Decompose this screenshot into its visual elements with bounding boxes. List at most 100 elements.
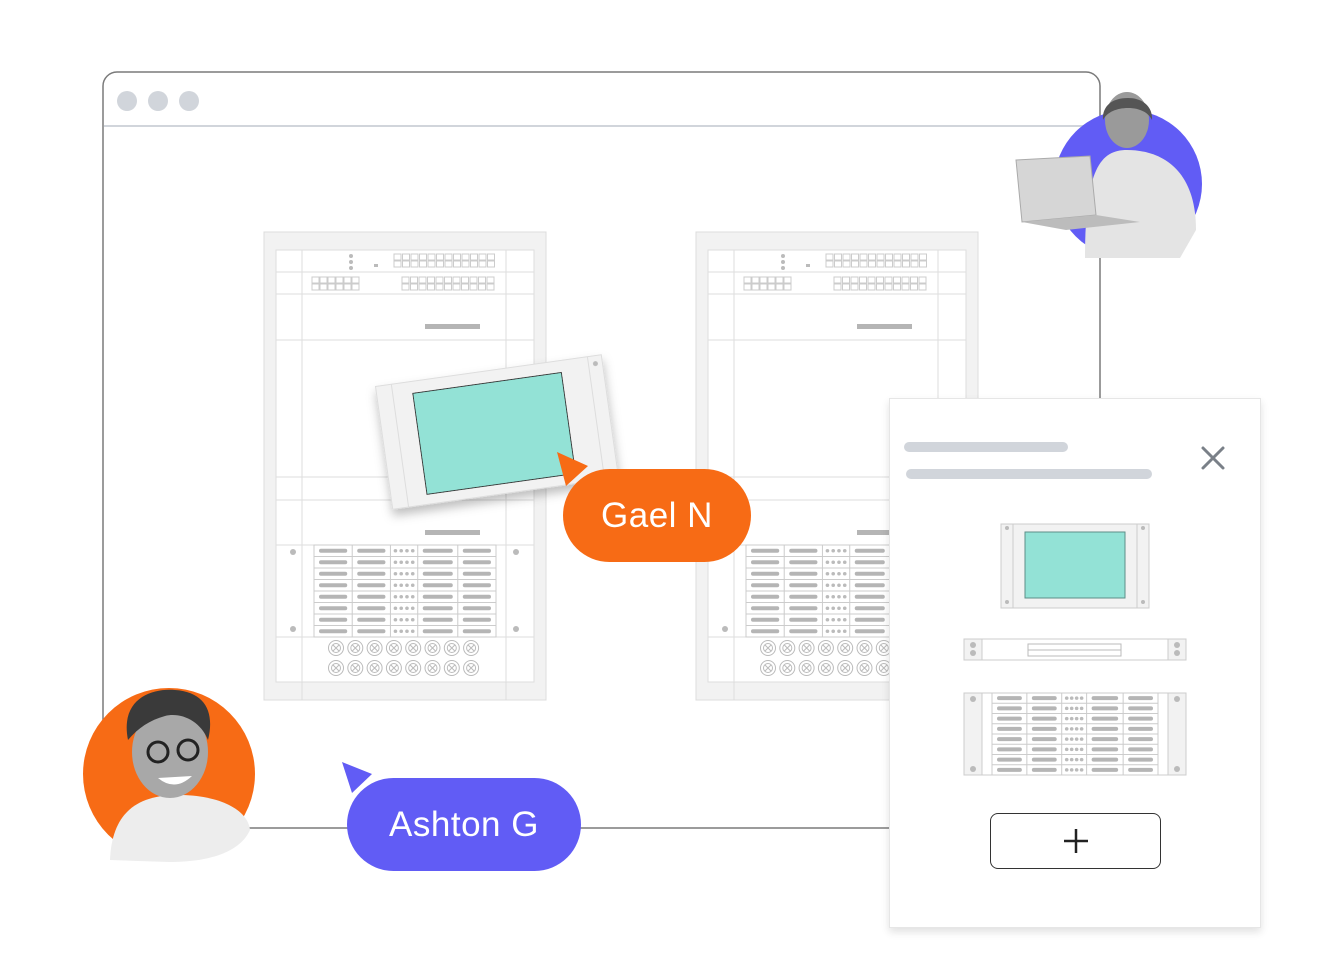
screw bbox=[970, 696, 976, 702]
drive-bay bbox=[357, 571, 386, 576]
port bbox=[343, 283, 352, 291]
led-indicator bbox=[842, 594, 847, 599]
fan-icon bbox=[763, 643, 773, 653]
drive-bay bbox=[1128, 706, 1153, 711]
drive-bay bbox=[997, 737, 1022, 742]
port bbox=[834, 253, 842, 261]
fan-icon bbox=[331, 663, 341, 673]
port bbox=[825, 260, 834, 268]
port bbox=[910, 283, 918, 291]
fan-icon bbox=[369, 663, 380, 673]
port bbox=[751, 276, 760, 284]
led-indicator bbox=[349, 266, 353, 270]
add-device-button[interactable] bbox=[990, 813, 1161, 869]
drive-bay bbox=[1091, 747, 1119, 752]
led-indicator bbox=[405, 606, 409, 611]
drive-bay bbox=[1128, 767, 1153, 772]
device-monitor[interactable] bbox=[1000, 523, 1150, 609]
close-button[interactable] bbox=[1200, 445, 1226, 471]
led-indicator bbox=[1064, 737, 1069, 741]
port bbox=[885, 253, 893, 261]
dragged-monitor[interactable] bbox=[374, 354, 620, 510]
led-indicator bbox=[1064, 716, 1069, 721]
port bbox=[470, 253, 478, 261]
drive-bay bbox=[1091, 706, 1119, 711]
port bbox=[825, 253, 834, 261]
port bbox=[885, 260, 893, 268]
fan-icon bbox=[350, 663, 361, 673]
drive-bay bbox=[997, 726, 1022, 731]
port bbox=[410, 260, 419, 268]
device-1u-switch[interactable] bbox=[963, 638, 1187, 661]
led-indicator bbox=[837, 629, 841, 634]
fan-icon bbox=[328, 660, 344, 676]
fan-icon bbox=[817, 660, 834, 676]
rack-ear bbox=[963, 692, 983, 776]
window-dot-icon[interactable] bbox=[148, 91, 168, 111]
port bbox=[418, 276, 427, 284]
fan-icon bbox=[880, 664, 888, 672]
port bbox=[452, 283, 461, 291]
fan-icon bbox=[878, 663, 889, 673]
fan-icon bbox=[409, 664, 417, 672]
fan-icon bbox=[448, 664, 456, 672]
fan-icon bbox=[405, 640, 422, 656]
screw bbox=[1174, 696, 1180, 702]
collaborator-cursor-label: Gael N bbox=[563, 469, 751, 562]
fan-icon bbox=[760, 640, 776, 656]
fan-icon bbox=[332, 664, 340, 672]
led-indicator bbox=[831, 617, 836, 622]
fan-icon bbox=[350, 643, 361, 653]
drive-bay bbox=[1128, 757, 1153, 762]
fan-icon bbox=[783, 644, 791, 652]
fan-icon bbox=[371, 664, 378, 672]
drive-bay bbox=[319, 629, 348, 634]
port bbox=[311, 276, 320, 284]
fan-icon bbox=[467, 664, 475, 672]
fan-icon bbox=[760, 660, 776, 676]
fan-icon bbox=[408, 643, 419, 653]
drive-bay bbox=[1128, 747, 1153, 752]
avatar[interactable] bbox=[83, 688, 255, 862]
window-dot-icon[interactable] bbox=[117, 91, 137, 111]
port bbox=[851, 260, 859, 268]
screw bbox=[290, 626, 296, 632]
led-indicator bbox=[393, 548, 398, 553]
drive-bay bbox=[462, 583, 491, 588]
port bbox=[444, 260, 453, 268]
drive-bay bbox=[422, 606, 453, 611]
fan-icon bbox=[463, 660, 480, 676]
drive-bay bbox=[751, 571, 780, 576]
drive-bay bbox=[789, 629, 818, 634]
port bbox=[469, 283, 478, 291]
port bbox=[427, 253, 436, 261]
drive-bay bbox=[422, 548, 453, 553]
fan-icon bbox=[803, 664, 810, 672]
led-indicator bbox=[393, 571, 398, 576]
led-indicator bbox=[831, 571, 836, 576]
fan-icon bbox=[446, 663, 457, 673]
port bbox=[410, 276, 418, 284]
port bbox=[436, 253, 444, 261]
drive-bay bbox=[854, 548, 885, 553]
drive-bay bbox=[854, 571, 885, 576]
fan-icon bbox=[764, 664, 772, 672]
window-dot-icon[interactable] bbox=[179, 91, 199, 111]
fan-icon bbox=[405, 660, 422, 676]
port bbox=[435, 283, 444, 291]
drive-bay bbox=[854, 594, 885, 599]
label-bar bbox=[425, 530, 480, 535]
fan-icon bbox=[841, 664, 849, 672]
avatar[interactable] bbox=[1015, 92, 1202, 258]
device-storage-array[interactable] bbox=[963, 692, 1187, 776]
led-indicator bbox=[831, 560, 836, 565]
port bbox=[335, 283, 344, 291]
port bbox=[867, 276, 876, 284]
drive-bay bbox=[1031, 747, 1057, 752]
port bbox=[427, 260, 436, 268]
port bbox=[444, 283, 452, 291]
drive-bay bbox=[854, 617, 885, 622]
led-indicator bbox=[831, 629, 836, 634]
close-icon bbox=[1201, 446, 1225, 470]
